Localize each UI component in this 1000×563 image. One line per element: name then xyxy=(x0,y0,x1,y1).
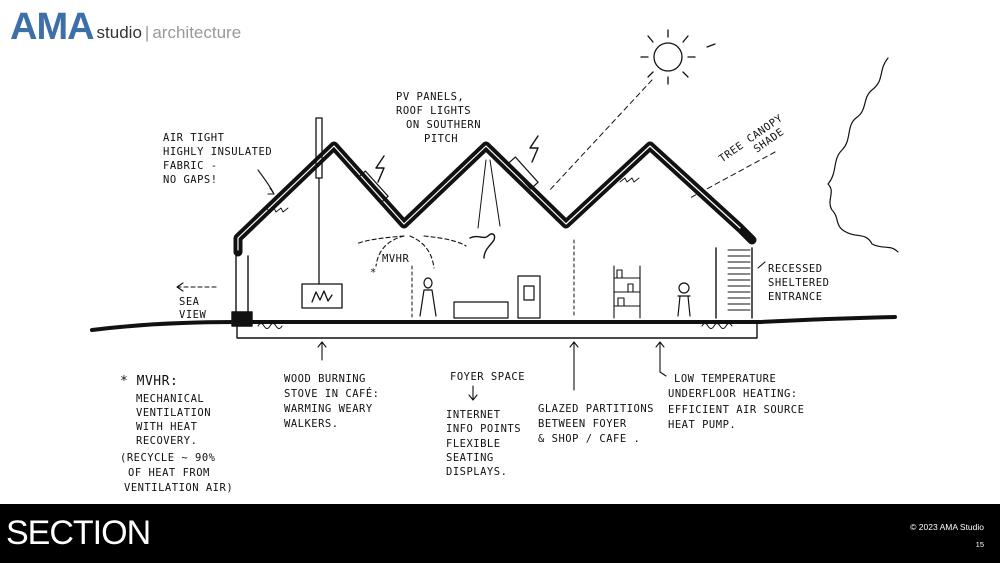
wood-stove-icon xyxy=(301,283,343,309)
svg-text:SEA: SEA xyxy=(179,296,200,308)
svg-text:RECESSED: RECESSED xyxy=(768,263,823,275)
label-pv-panels: PV PANELS, ROOF LIGHTS ON SOUTHERN PITCH xyxy=(396,91,481,145)
svg-text:EFFICIENT AIR SOURCE: EFFICIENT AIR SOURCE xyxy=(668,404,804,416)
foundation-slab xyxy=(231,311,758,339)
svg-text:& SHOP / CAFE .: & SHOP / CAFE . xyxy=(538,433,640,445)
lightning-bolt-icons xyxy=(375,135,539,183)
slide-title: SECTION xyxy=(6,514,151,552)
svg-text:HEAT PUMP.: HEAT PUMP. xyxy=(668,419,736,431)
walls xyxy=(235,247,753,319)
svg-text:DISPLAYS.: DISPLAYS. xyxy=(446,466,507,478)
seating-bench xyxy=(453,301,509,319)
svg-text:UNDERFLOOR HEATING:: UNDERFLOOR HEATING: xyxy=(668,388,798,400)
svg-text:WALKERS.: WALKERS. xyxy=(284,418,339,430)
logo-mark: AMA xyxy=(10,6,95,48)
svg-text:ENTRANCE: ENTRANCE xyxy=(768,291,823,303)
logo-studio: studio xyxy=(96,23,142,42)
svg-text:RECOVERY.: RECOVERY. xyxy=(136,435,197,447)
leader-lines xyxy=(257,169,766,401)
mvhr-duct-arrows xyxy=(355,235,467,269)
svg-text:WOOD BURNING: WOOD BURNING xyxy=(284,373,366,385)
svg-text:PV PANELS,: PV PANELS, xyxy=(396,91,464,103)
roof-inner-line xyxy=(237,145,741,251)
ground-line xyxy=(90,315,897,332)
svg-text:HIGHLY INSULATED: HIGHLY INSULATED xyxy=(163,146,272,158)
svg-text:BETWEEN FOYER: BETWEEN FOYER xyxy=(538,418,627,430)
tree-outline xyxy=(827,57,899,253)
svg-text:FOYER SPACE: FOYER SPACE xyxy=(450,371,525,383)
svg-text:MVHR: MVHR xyxy=(382,253,409,265)
label-wood-stove: WOOD BURNING STOVE IN CAFÉ: WARMING WEAR… xyxy=(284,373,380,430)
svg-text:VENTILATION: VENTILATION xyxy=(136,407,211,419)
label-glazed-partitions: GLAZED PARTITIONS BETWEEN FOYER & SHOP /… xyxy=(538,403,654,445)
label-mvhr-tag: MVHR * xyxy=(370,253,409,279)
svg-text:VIEW: VIEW xyxy=(179,309,206,321)
svg-text:PITCH: PITCH xyxy=(424,133,458,145)
bird-icon xyxy=(469,233,496,259)
svg-text:ON SOUTHERN: ON SOUTHERN xyxy=(406,119,481,131)
pv-panel-icons xyxy=(357,156,539,204)
logo-architecture: architecture xyxy=(152,23,242,42)
svg-text:SEATING: SEATING xyxy=(446,452,494,464)
entrance-hatching xyxy=(727,249,751,311)
label-mvhr-note: * MVHR: MECHANICAL VENTILATION WITH HEAT… xyxy=(120,374,233,494)
label-tree-canopy: TREE CANOPY SHADE xyxy=(717,112,787,165)
svg-text:WITH HEAT: WITH HEAT xyxy=(136,421,198,433)
svg-text:FLEXIBLE: FLEXIBLE xyxy=(446,438,501,450)
label-foyer: FOYER SPACE INTERNET INFO POINTS FLEXIBL… xyxy=(446,371,525,478)
svg-text:STOVE IN CAFÉ:: STOVE IN CAFÉ: xyxy=(284,387,380,400)
sun-icon xyxy=(640,29,716,85)
svg-text:* MVHR:: * MVHR: xyxy=(120,374,178,389)
chimney-flue xyxy=(315,117,323,285)
label-air-tight: AIR TIGHT HIGHLY INSULATED FABRIC - NO G… xyxy=(163,132,272,186)
svg-text:INTERNET: INTERNET xyxy=(446,409,501,421)
svg-text:LOW TEMPERATURE: LOW TEMPERATURE xyxy=(674,373,776,385)
svg-text:MECHANICAL: MECHANICAL xyxy=(136,393,204,405)
logo-separator: | xyxy=(144,23,150,42)
brand-logo: AMA studio | architecture xyxy=(10,6,241,46)
glazed-partitions xyxy=(411,239,575,319)
sea-view-arrowhead xyxy=(176,282,184,292)
svg-text:NO GAPS!: NO GAPS! xyxy=(163,174,218,186)
footer-bar: SECTION © 2023 AMA Studio 15 xyxy=(0,504,1000,563)
underfloor-heating-coils xyxy=(257,323,733,329)
copyright-text: © 2023 AMA Studio xyxy=(910,522,984,532)
svg-text:VENTILATION AIR): VENTILATION AIR) xyxy=(124,482,233,494)
label-recessed-entrance: RECESSED SHELTERED ENTRANCE xyxy=(768,263,829,303)
svg-text:FABRIC -: FABRIC - xyxy=(163,160,218,172)
section-sketch: AIR TIGHT HIGHLY INSULATED FABRIC - NO G… xyxy=(90,29,899,494)
page-number: 15 xyxy=(975,540,984,549)
shop-shelving xyxy=(613,265,641,319)
svg-text:ROOF LIGHTS: ROOF LIGHTS xyxy=(396,105,471,117)
svg-text:AIR TIGHT: AIR TIGHT xyxy=(163,132,225,144)
svg-text:WARMING WEARY: WARMING WEARY xyxy=(284,403,373,415)
label-sea-view: SEA VIEW xyxy=(179,296,206,321)
person-figures xyxy=(419,277,691,317)
hanging-light xyxy=(477,159,501,229)
svg-text:OF HEAT FROM: OF HEAT FROM xyxy=(128,467,210,479)
svg-text:SHELTERED: SHELTERED xyxy=(768,277,829,289)
info-point-kiosk xyxy=(517,275,541,319)
svg-text:INFO POINTS: INFO POINTS xyxy=(446,423,521,435)
roof-insulation xyxy=(261,177,640,213)
svg-text:GLAZED PARTITIONS: GLAZED PARTITIONS xyxy=(538,403,654,415)
svg-text:*: * xyxy=(370,267,377,279)
label-heating: LOW TEMPERATURE UNDERFLOOR HEATING: EFFI… xyxy=(668,373,804,431)
svg-text:(RECYCLE ~ 90%: (RECYCLE ~ 90% xyxy=(120,452,216,464)
